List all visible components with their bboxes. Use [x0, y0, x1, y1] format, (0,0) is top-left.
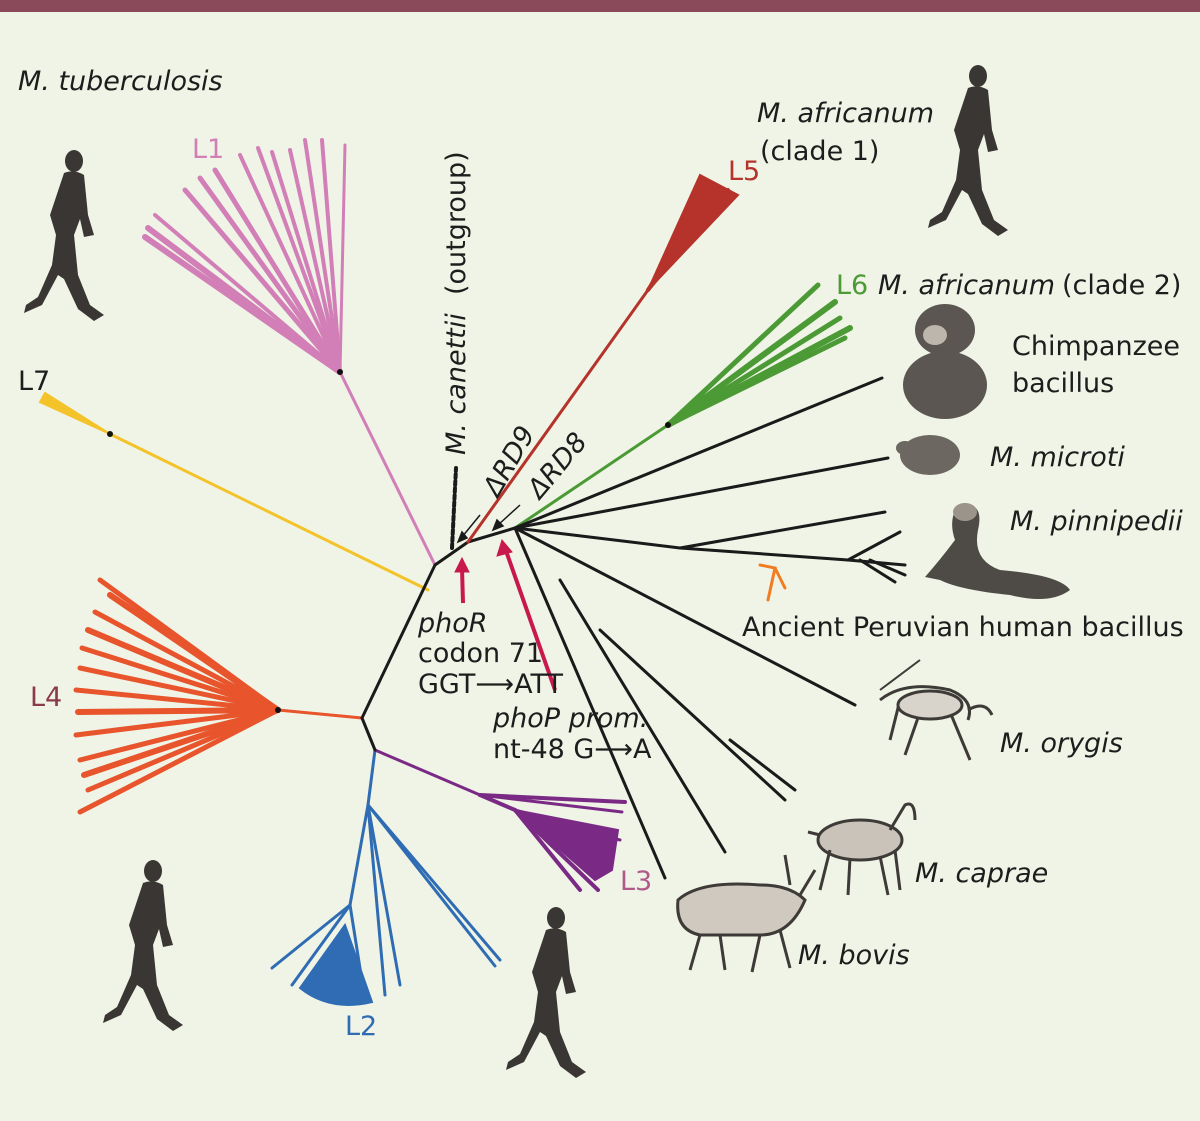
goat-icon [807, 802, 917, 896]
pinnipedii-label: M. pinnipedii [1010, 506, 1183, 537]
lineage-L7-label: L7 [18, 366, 50, 397]
human-silhouette-icon [928, 65, 1008, 237]
chimp-label-line2: bacillus [1012, 368, 1114, 399]
canettii-outgroup: (outgroup) [441, 151, 472, 295]
mutation-arrows [454, 538, 557, 691]
peruvian-label: Ancient Peruvian human bacillus [742, 612, 1184, 643]
lineage-L5-label: L5 [728, 156, 760, 187]
lineage-L4-label: L4 [30, 682, 62, 713]
lineage-L3-label: L3 [620, 866, 652, 897]
phoR-gene-label: phoR [417, 608, 488, 639]
lineage-L1-label: L1 [192, 134, 224, 165]
lineage-L6-label: L6 [836, 270, 868, 301]
chimpanzee-icon [903, 304, 987, 419]
lineage-L7-branch [38, 391, 430, 592]
rd-deletion-arrows [456, 504, 521, 544]
africanum2-clade: (clade 2) [1062, 270, 1181, 301]
sea-lion-icon [925, 503, 1070, 599]
bovis-label: M. bovis [798, 940, 910, 971]
human-silhouette-icon [506, 907, 586, 1078]
phoP-change-label: nt-48 G⟶A [493, 734, 652, 765]
lineage-L2-branch [270, 748, 502, 1006]
canettii-name: M. canettii [441, 313, 472, 455]
tuberculosis-label: M. tuberculosis [18, 66, 223, 97]
africanum1-name: M. africanum [757, 98, 934, 129]
africanum1-clade: (clade 1) [760, 136, 879, 167]
oryx-icon [879, 659, 994, 761]
lineage-L4-branch [73, 577, 364, 815]
peruvian-branch [758, 563, 787, 602]
microti-label: M. microti [990, 442, 1125, 473]
lineage-L1-branch [142, 138, 437, 567]
lineage-L3-branch [373, 748, 627, 892]
lineage-L2-label: L2 [345, 1011, 377, 1042]
chimp-label-line1: Chimpanzee [1012, 331, 1180, 362]
vole-icon [896, 435, 960, 475]
tree-backbone [360, 526, 517, 752]
canettii-label: M. canettii (outgroup) [441, 151, 472, 455]
africanum2-name: M. africanum [878, 270, 1055, 301]
phoR-change-label: GGT⟶ATT [418, 669, 563, 700]
cattle-icon [676, 854, 817, 973]
lineage-L5-branch [466, 173, 740, 544]
orygis-label: M. orygis [1000, 728, 1123, 759]
animal-lineages [513, 376, 907, 880]
lineage-L6-branch [513, 282, 853, 530]
caprae-label: M. caprae [915, 858, 1048, 889]
phoR-codon-label: codon 71 [418, 638, 543, 669]
human-silhouette-icon [103, 860, 183, 1031]
human-silhouette-icon [24, 150, 104, 321]
canettii-outgroup-branch [450, 466, 458, 550]
phoP-gene-label: phoP prom. [492, 703, 648, 734]
top-border [0, 0, 1200, 12]
